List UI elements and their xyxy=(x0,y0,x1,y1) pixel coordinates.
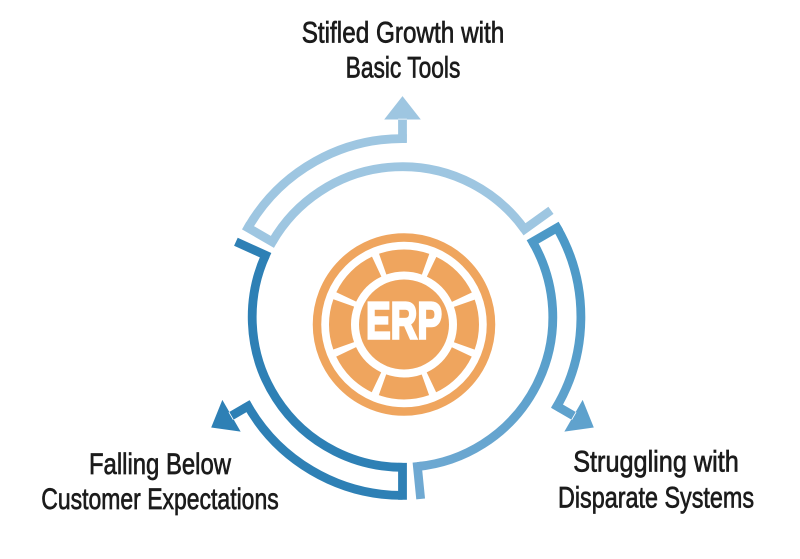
svg-text:Stifled Growth with: Stifled Growth with xyxy=(302,17,505,50)
svg-text:Struggling with: Struggling with xyxy=(573,445,739,478)
svg-text:Customer Expectations: Customer Expectations xyxy=(41,483,278,516)
svg-text:Basic Tools: Basic Tools xyxy=(346,52,461,85)
svg-text:ERP: ERP xyxy=(366,292,442,350)
svg-text:Disparate Systems: Disparate Systems xyxy=(558,482,754,515)
svg-text:Falling Below: Falling Below xyxy=(89,448,231,481)
